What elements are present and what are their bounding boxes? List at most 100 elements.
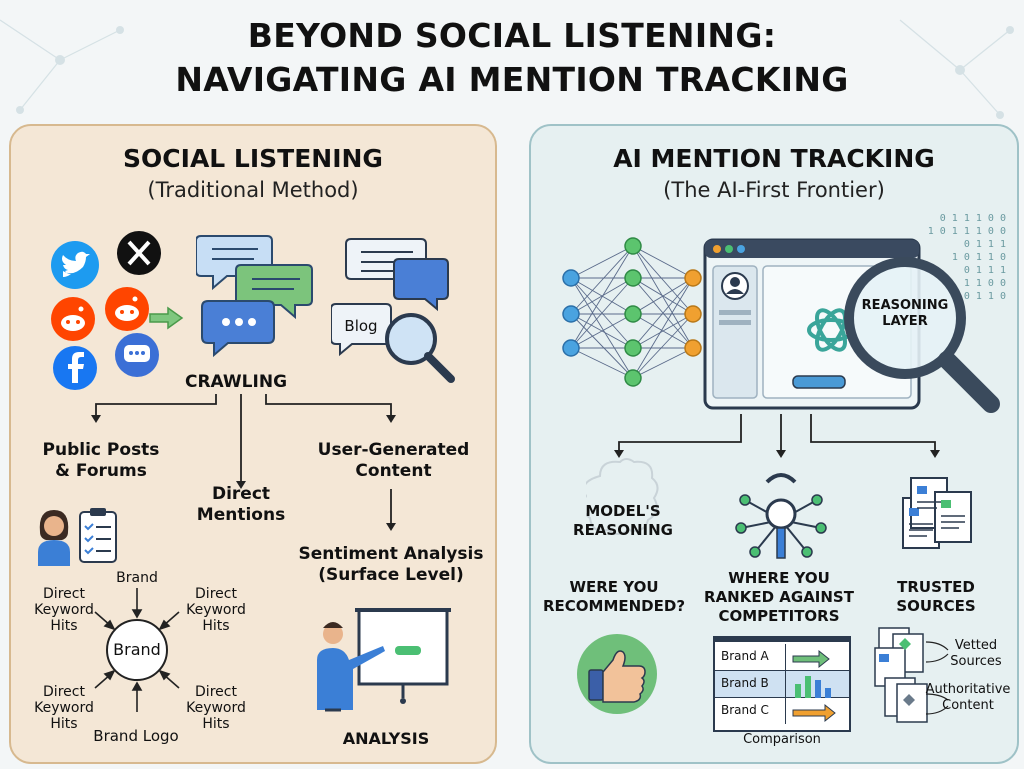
binary-line-6: 1 1 0 0: [963, 278, 1006, 289]
models-reasoning-line-2: REASONING: [573, 521, 673, 539]
wheel-tr-1: Direct: [195, 586, 237, 602]
comparison-row-b: Brand B: [715, 671, 849, 698]
ai-branches: [614, 414, 940, 458]
x-icon: [117, 231, 161, 275]
trusted-line-2: SOURCES: [896, 597, 976, 615]
brand-wheel-top: Brand: [116, 570, 158, 586]
social-listening-subheading: (Traditional Method): [147, 178, 359, 202]
sentiment-line-2: (Surface Level): [318, 565, 464, 585]
sentiment-analysis-label: Sentiment Analysis (Surface Level): [291, 544, 491, 586]
brain-icon: [586, 458, 659, 535]
reasoning-line-2: LAYER: [882, 314, 928, 329]
ranked-line-1: WHERE YOU: [728, 569, 830, 587]
wheel-br-1: Direct: [195, 684, 237, 700]
binary-line-4: 1 0 1 1 0: [951, 252, 1006, 263]
wheel-bl-2: Keyword: [34, 700, 94, 716]
brand-c-label: Brand C: [721, 703, 769, 717]
authoritative-line-1: Authoritative: [925, 682, 1011, 697]
public-posts-line-2: & Forums: [55, 461, 147, 481]
wheel-bl-1: Direct: [43, 684, 85, 700]
twitter-icon: [51, 241, 99, 289]
user-generated-content-label: User-Generated Content: [311, 440, 476, 482]
vetted-documents-icon: [874, 627, 928, 723]
crawling-label: CRAWLING: [184, 372, 288, 392]
wheel-tr-3: Hits: [202, 618, 230, 634]
right-arrow-icon: [149, 306, 184, 330]
wheel-tl-2: Keyword: [34, 602, 94, 618]
brand-wheel: [94, 588, 180, 712]
brand-wheel-center-circle: [106, 619, 168, 681]
chat-icon: [115, 333, 159, 377]
wheel-br-2: Keyword: [186, 700, 246, 716]
social-listening-panel: SOCIAL LISTENING (Traditional Method): [9, 124, 497, 764]
direct-mentions-line-1: Direct: [211, 484, 271, 504]
ai-mention-heading: AI MENTION TRACKING: [613, 144, 935, 173]
binary-line-5: 0 1 1 1: [963, 265, 1006, 276]
comparison-table: Brand A Brand B Brand C: [713, 636, 851, 732]
thumbs-up-icon: [577, 634, 657, 714]
ranked-line-2: RANKED AGAINST: [704, 588, 854, 606]
comparison-label: Comparison: [743, 732, 821, 747]
brand-wheel-top-left: Direct Keyword Hits: [29, 586, 99, 634]
blog-label: Blog: [344, 317, 378, 335]
brand-wheel-bottom: Brand Logo: [93, 727, 179, 745]
analysis-label: ANALYSIS: [342, 729, 430, 748]
gear-network-icon: [735, 473, 827, 559]
person-clipboard-icon: [38, 508, 117, 566]
binary-decoration: 0 1 1 1 0 0 1 0 1 1 1 0 0 0 1 1 1 1 0 1 …: [846, 212, 1006, 303]
reddit-icon: [105, 287, 149, 331]
authoritative-line-2: Content: [942, 698, 994, 713]
wheel-br-3: Hits: [202, 716, 230, 732]
models-reasoning-label: MODEL'S REASONING: [553, 502, 693, 540]
social-icons: [51, 231, 161, 390]
reasoning-magnifier-icon: [844, 257, 1000, 413]
title-line-2: NAVIGATING AI MENTION TRACKING: [175, 60, 849, 99]
documents-icon: [902, 477, 972, 549]
brand-wheel-top-right: Direct Keyword Hits: [181, 586, 251, 634]
social-listening-heading: SOCIAL LISTENING: [123, 144, 383, 173]
source-connector-lines: [925, 641, 949, 715]
brand-wheel-center: Brand: [113, 640, 161, 659]
binary-line-7: 0 1 1 0: [963, 291, 1006, 302]
wheel-bl-3: Hits: [50, 716, 78, 732]
trusted-line-1: TRUSTED: [897, 578, 975, 596]
reddit-icon: [51, 297, 95, 341]
vetted-line-2: Sources: [950, 654, 1002, 669]
neural-network-icon: [562, 237, 702, 387]
comparison-row-a: Brand A: [715, 644, 849, 671]
brand-wheel-bottom-left: Direct Keyword Hits: [29, 684, 99, 732]
ranked-line-3: COMPETITORS: [718, 607, 840, 625]
direct-mentions-label: Direct Mentions: [186, 484, 296, 526]
reasoning-layer-label: REASONING LAYER: [849, 298, 961, 330]
brand-a-label: Brand A: [721, 649, 769, 663]
facebook-icon: [53, 346, 97, 390]
authoritative-content-label: Authoritative Content: [923, 682, 1013, 714]
ugc-line-2: Content: [355, 461, 432, 481]
comparison-bars: [792, 649, 836, 723]
brand-b-label: Brand B: [721, 676, 769, 690]
brand-wheel-bottom-right: Direct Keyword Hits: [181, 684, 251, 732]
binary-line-3: 0 1 1 1: [963, 239, 1006, 250]
wheel-tl-3: Hits: [50, 618, 78, 634]
binary-line-1: 0 1 1 1 0 0: [939, 213, 1006, 224]
ai-mention-tracking-panel: AI MENTION TRACKING (The AI-First Fronti…: [529, 124, 1019, 764]
models-reasoning-line-1: MODEL'S: [585, 502, 661, 520]
direct-mentions-line-2: Mentions: [196, 505, 286, 525]
wheel-tr-2: Keyword: [186, 602, 246, 618]
were-you-recommended-label: WERE YOU RECOMMENDED?: [539, 578, 689, 616]
ai-mention-subheading: (The AI-First Frontier): [663, 178, 885, 202]
trusted-sources-label: TRUSTED SOURCES: [871, 578, 1001, 616]
sentiment-line-1: Sentiment Analysis: [298, 544, 484, 564]
public-posts-label: Public Posts & Forums: [31, 440, 171, 482]
crawling-branches: [91, 394, 396, 531]
chat-bubbles-icon: [196, 235, 313, 358]
vetted-line-1: Vetted: [954, 638, 998, 653]
recommended-line-2: RECOMMENDED?: [542, 597, 686, 615]
blog-search-icon: [331, 238, 455, 383]
where-you-ranked-label: WHERE YOU RANKED AGAINST COMPETITORS: [699, 569, 859, 626]
title-line-1: BEYOND SOCIAL LISTENING:: [247, 16, 777, 55]
public-posts-line-1: Public Posts: [42, 440, 160, 460]
reasoning-line-1: REASONING: [861, 298, 949, 313]
vetted-sources-label: Vetted Sources: [941, 638, 1011, 670]
